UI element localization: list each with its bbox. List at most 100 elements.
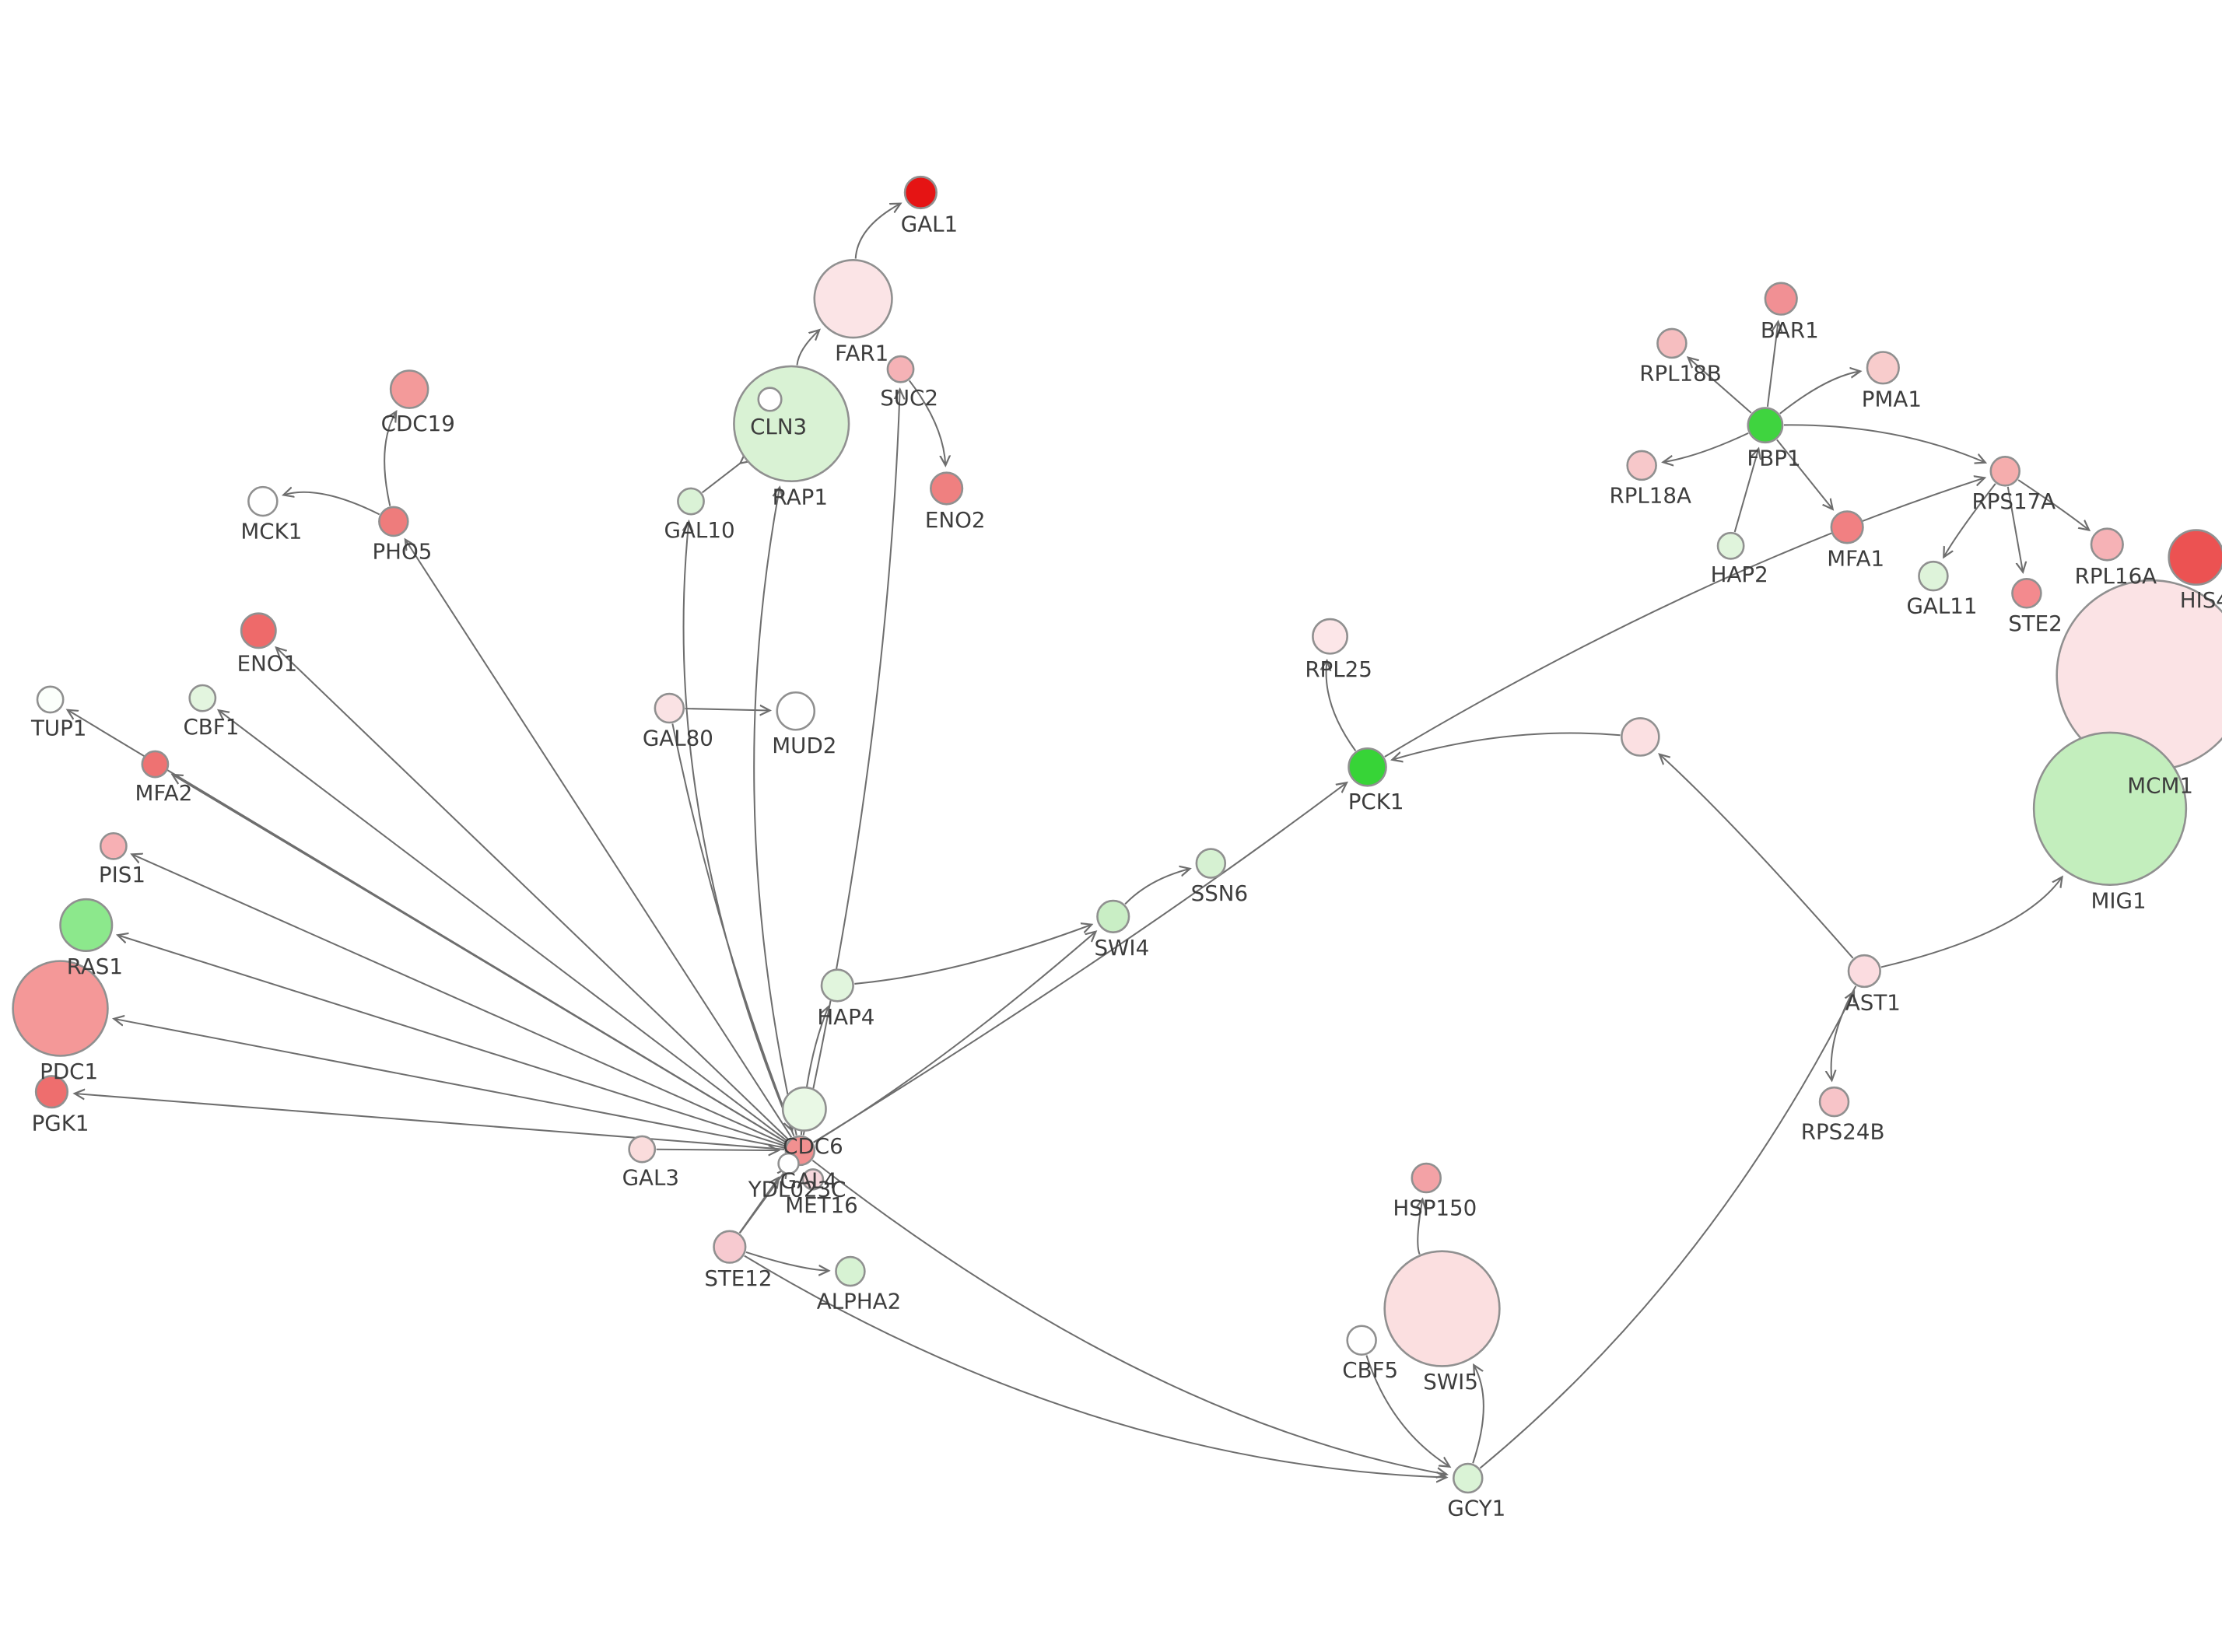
node-CBF1[interactable]: [188, 684, 217, 712]
edge-GAL4-PHO5[interactable]: [405, 540, 793, 1138]
node-AST1[interactable]: [1847, 954, 1881, 989]
node-RPL18B[interactable]: [1656, 327, 1688, 359]
edge-GAL4-SUC2[interactable]: [802, 390, 900, 1136]
edge-GAL4-RAP1[interactable]: [753, 488, 797, 1136]
edge-GAL4-PGK1[interactable]: [75, 1094, 785, 1150]
node-ALPHA2[interactable]: [835, 1255, 866, 1287]
edge-FBP1-RPS17A[interactable]: [1783, 424, 1985, 462]
node-label-MFA2: MFA2: [135, 780, 193, 806]
edge-PHO5-MCK1[interactable]: [283, 492, 380, 516]
edge-GAL4-GCY1[interactable]: [811, 1160, 1446, 1475]
node-PGK1[interactable]: [34, 1075, 69, 1109]
edge-SUC2-ENO2[interactable]: [908, 380, 945, 465]
node-GCY1[interactable]: [1453, 1462, 1484, 1494]
edge-GAL4-ENO1[interactable]: [276, 648, 790, 1141]
edge-HAP4-SWI4[interactable]: [854, 925, 1092, 985]
edge-STE12-YDL023C[interactable]: [738, 1178, 779, 1234]
node-PMA1[interactable]: [1866, 351, 1900, 385]
edge-SWI5-HSP150[interactable]: [1418, 1199, 1422, 1255]
edge-PCK1-RPS17A[interactable]: [1384, 478, 1985, 758]
edge-PCK1-RPL25[interactable]: [1327, 660, 1357, 751]
node-MUD2[interactable]: [776, 691, 816, 731]
edge-GAL80-GAL4[interactable]: [671, 723, 792, 1130]
node-STE12[interactable]: [713, 1230, 747, 1264]
edge-CBF5-GCY1[interactable]: [1365, 1355, 1449, 1467]
edge-FAR1-GAL1[interactable]: [854, 204, 901, 259]
node-CDC6[interactable]: [781, 1086, 827, 1132]
node-TUP1[interactable]: [36, 685, 65, 714]
node-RPL16A[interactable]: [2090, 527, 2124, 562]
node-SWI4[interactable]: [1096, 899, 1130, 933]
edge-AST1-RPS24B[interactable]: [1831, 985, 1857, 1080]
node-FBP1[interactable]: [1747, 407, 1784, 444]
edge-GAL10-RAP1[interactable]: [701, 464, 741, 494]
node-CLN3[interactable]: [757, 387, 783, 412]
edge-GAL4-RAS1[interactable]: [117, 935, 786, 1147]
node-SSN6[interactable]: [1195, 848, 1227, 879]
node-HAP4[interactable]: [820, 968, 854, 1003]
edge-GAL4-MFA2[interactable]: [173, 775, 787, 1143]
node-GAL3[interactable]: [628, 1135, 657, 1164]
node-FAR1[interactable]: [813, 259, 893, 339]
edge-GAL4-GAL10[interactable]: [684, 521, 795, 1137]
edge-RPS17A-RPL16A[interactable]: [2017, 479, 2089, 530]
node-RPL25[interactable]: [1312, 618, 1348, 655]
edge-STE12-ALPHA2[interactable]: [745, 1251, 829, 1271]
node-ENO1[interactable]: [240, 612, 277, 649]
node-YDL023C[interactable]: [777, 1152, 800, 1175]
edge-FBP1-BAR1[interactable]: [1766, 321, 1779, 407]
node-PIS1[interactable]: [99, 831, 128, 860]
node-HAP2[interactable]: [1716, 531, 1745, 560]
node-RPL18A[interactable]: [1626, 450, 1657, 481]
edge-GAL4-PIS1[interactable]: [131, 854, 787, 1146]
node-PDC1[interactable]: [12, 960, 109, 1057]
edge-FBP1-MFA1[interactable]: [1776, 439, 1833, 509]
edge-RPS17A-GAL11[interactable]: [1943, 483, 1996, 557]
edge-GAL4-CBF1[interactable]: [219, 710, 788, 1142]
node-MCK1[interactable]: [247, 485, 279, 517]
edge-AST1-MIG1[interactable]: [1880, 877, 2063, 968]
node-HSP150[interactable]: [1411, 1162, 1442, 1194]
node-CBF5[interactable]: [1346, 1325, 1377, 1356]
node-HIS4[interactable]: [2168, 529, 2222, 586]
node-CDC19[interactable]: [389, 369, 429, 409]
edge-GAL4-PDC1[interactable]: [114, 1019, 785, 1149]
node-GAL1[interactable]: [903, 175, 938, 210]
edge-PHO5-CDC19[interactable]: [384, 411, 396, 506]
edge-GCY1-SWI5[interactable]: [1472, 1365, 1484, 1464]
node-PCK1[interactable]: [1348, 747, 1387, 787]
edge-GAL4-SWI4[interactable]: [813, 932, 1096, 1143]
node-NODE1[interactable]: [1621, 717, 1660, 757]
edge-RPS17A-STE2[interactable]: [2006, 486, 2023, 572]
node-MFA2[interactable]: [141, 750, 170, 779]
node-RPS24B[interactable]: [1818, 1086, 1850, 1118]
node-label-ALPHA2: ALPHA2: [817, 1289, 901, 1314]
node-MIG1[interactable]: [2032, 731, 2188, 887]
node-STE2[interactable]: [2011, 578, 2042, 609]
node-SUC2[interactable]: [886, 355, 915, 383]
edge-SWI4-SSN6[interactable]: [1124, 869, 1190, 905]
edge-GCY1-AST1[interactable]: [1479, 992, 1854, 1469]
node-GAL10[interactable]: [677, 487, 705, 516]
edge-GAL4-PCK1[interactable]: [813, 782, 1347, 1143]
edge-STE12-GCY1[interactable]: [744, 1255, 1446, 1478]
node-ENO2[interactable]: [930, 471, 964, 506]
edge-FBP1-PMA1[interactable]: [1779, 371, 1860, 415]
edge-RAP1-FAR1[interactable]: [796, 330, 819, 366]
node-GAL80[interactable]: [654, 692, 685, 724]
edge-AST1-NODE1[interactable]: [1659, 754, 1854, 959]
edge-FBP1-RPL18B[interactable]: [1688, 358, 1752, 414]
node-SWI5[interactable]: [1383, 1250, 1501, 1367]
node-BAR1[interactable]: [1764, 282, 1798, 316]
node-GAL11[interactable]: [1918, 560, 1949, 592]
node-RAS1[interactable]: [59, 898, 114, 952]
edge-NODE1-PCK1[interactable]: [1392, 732, 1621, 759]
node-RPS17A[interactable]: [1989, 456, 2020, 487]
node-MET16[interactable]: [801, 1168, 825, 1191]
edge-FBP1-RPL18A[interactable]: [1663, 432, 1749, 462]
node-MFA1[interactable]: [1830, 510, 1864, 544]
edge-HAP2-FBP1[interactable]: [1733, 449, 1759, 533]
edge-GAL80-MUD2[interactable]: [685, 709, 770, 710]
node-PHO5[interactable]: [378, 506, 409, 537]
